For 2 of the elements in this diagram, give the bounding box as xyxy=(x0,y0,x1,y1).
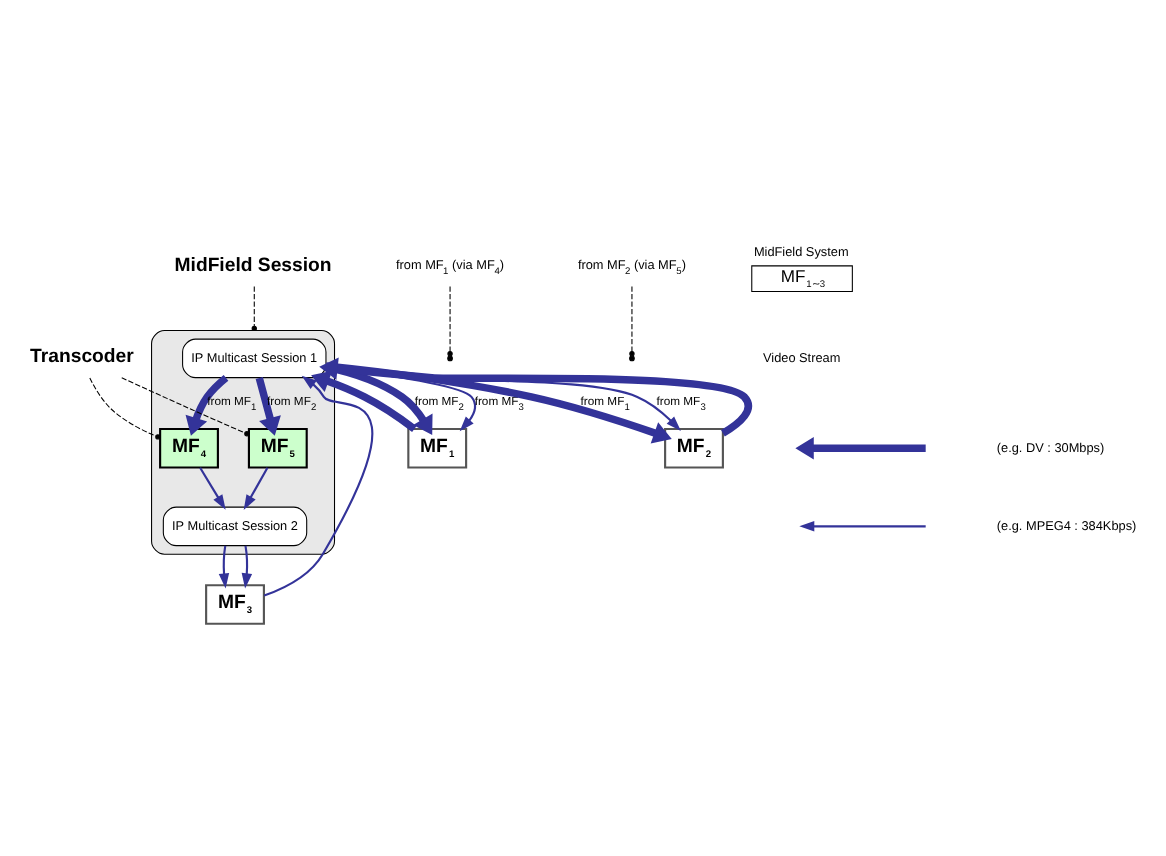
node-text: MidField Session xyxy=(174,253,332,276)
node-text: Transcoder xyxy=(30,345,134,368)
